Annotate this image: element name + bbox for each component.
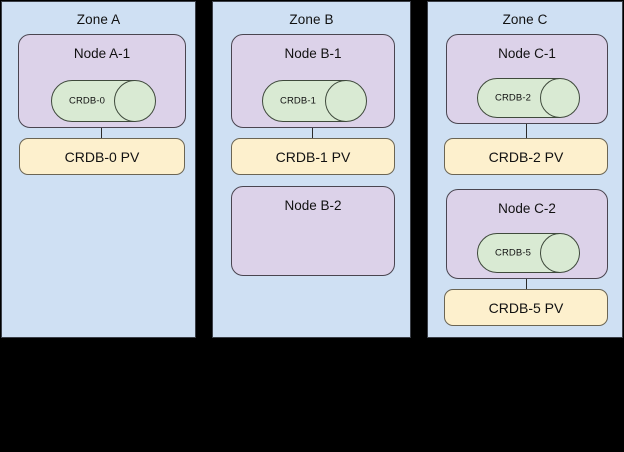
zone-title-b: Zone B [289, 12, 334, 27]
connector-c-1 [526, 124, 527, 138]
node-label-c-1: Node C-1 [498, 46, 556, 61]
zone-container-a: Zone A Node A-1 CRDB-0 CRDB-0 PV [1, 1, 196, 338]
pv-label-crdb-0: CRDB-0 PV [64, 148, 140, 165]
database-cylinder-crdb-1: CRDB-1 [262, 80, 367, 122]
cylinder-shape [477, 233, 580, 273]
database-cylinder-crdb-2: CRDB-2 [477, 78, 580, 118]
zone-title-c: Zone C [502, 12, 548, 27]
pv-box-crdb-2: CRDB-2 PV [444, 138, 608, 175]
database-cylinder-crdb-0: CRDB-0 [51, 80, 156, 122]
pv-label-crdb-5: CRDB-5 PV [488, 299, 564, 316]
connector-c-2 [526, 279, 527, 290]
node-label-a-1: Node A-1 [73, 46, 131, 61]
pv-label-crdb-2: CRDB-2 PV [488, 148, 564, 165]
node-label-b-2: Node B-2 [284, 198, 342, 213]
node-box-c-1: Node C-1 CRDB-2 [446, 34, 608, 124]
pv-label-crdb-1: CRDB-1 PV [275, 148, 351, 165]
zone-title-a: Zone A [76, 12, 121, 27]
node-box-c-2: Node C-2 CRDB-5 [446, 189, 608, 279]
node-label-c-2: Node C-2 [498, 201, 556, 216]
pv-box-crdb-5: CRDB-5 PV [444, 289, 608, 326]
connector-b-1 [312, 128, 313, 139]
zone-container-b: Zone B Node B-1 CRDB-1 CRDB-1 PV Node B-… [212, 1, 411, 338]
node-box-b-2: Node B-2 [231, 186, 395, 276]
connector-a-1 [101, 128, 102, 139]
node-label-b-1: Node B-1 [284, 46, 342, 61]
cylinder-shape [477, 78, 580, 118]
node-box-b-1: Node B-1 CRDB-1 [231, 34, 395, 128]
node-box-a-1: Node A-1 CRDB-0 [18, 34, 186, 128]
cylinder-shape [51, 80, 156, 122]
cylinder-shape [262, 80, 367, 122]
database-cylinder-crdb-5: CRDB-5 [477, 233, 580, 273]
pv-box-crdb-0: CRDB-0 PV [19, 138, 185, 175]
zone-container-c: Zone C Node C-1 CRDB-2 CRDB-2 PV Node C-… [427, 1, 623, 338]
pv-box-crdb-1: CRDB-1 PV [231, 138, 395, 175]
